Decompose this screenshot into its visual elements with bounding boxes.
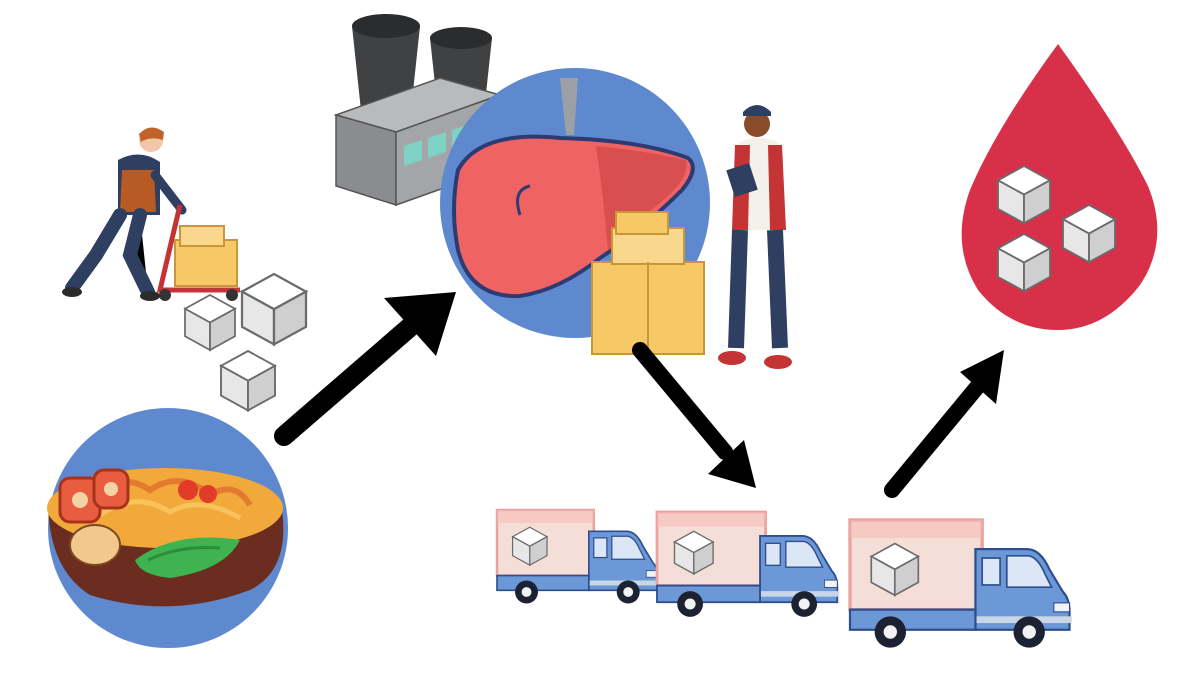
liver-factory-icon (440, 68, 710, 355)
blood-drop-icon (961, 44, 1158, 330)
delivery-truck-icon (495, 508, 1074, 650)
arrow-liver-to-trucks (632, 342, 756, 488)
food-bowl-icon (47, 408, 288, 648)
arrow-trucks-to-blood (884, 350, 1004, 498)
hand-truck-worker-icon (62, 127, 308, 412)
arrow-food-to-liver (274, 292, 456, 446)
delivery-worker-icon (718, 105, 792, 369)
